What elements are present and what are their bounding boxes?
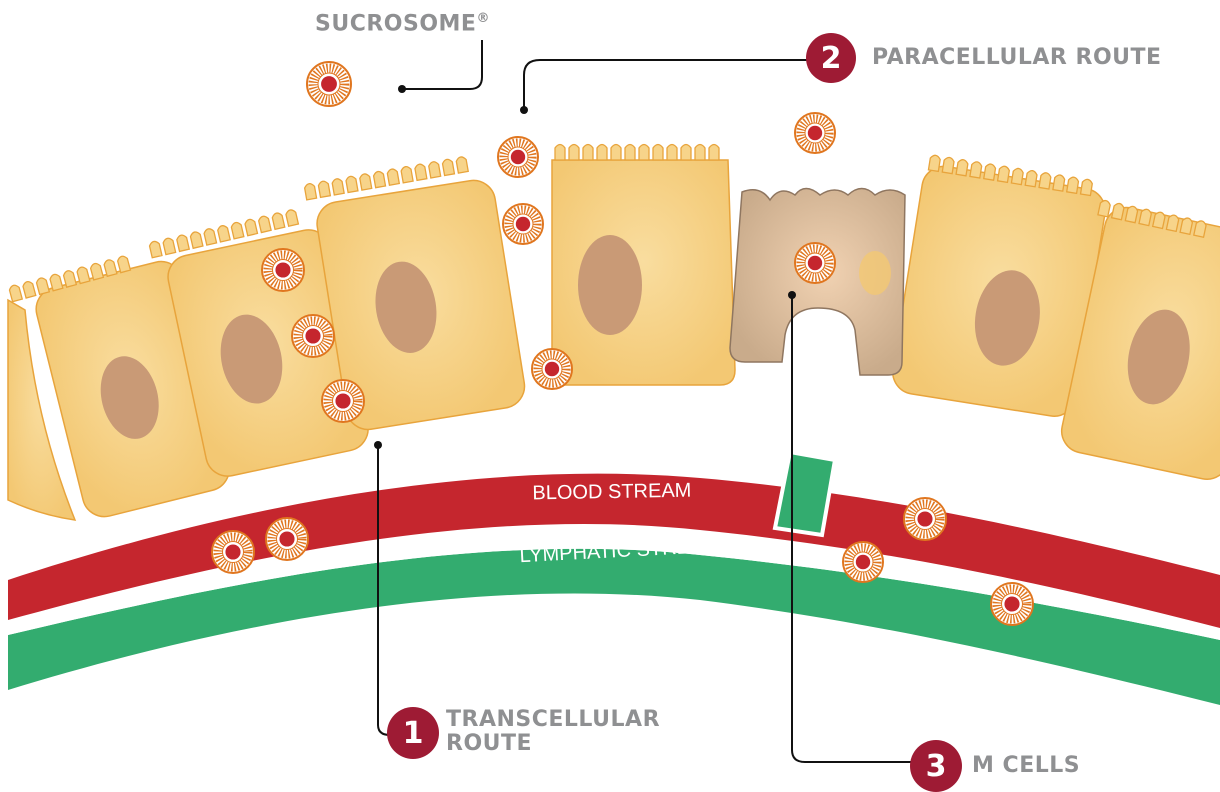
paracellular-route-label: PARACELLULAR ROUTE xyxy=(872,46,1162,70)
sucrosome-particle-icon xyxy=(212,531,254,573)
sucrosome-particle-icon xyxy=(498,137,538,177)
sucrosome-particle-icon xyxy=(292,315,334,357)
sucrosome-particle-icon xyxy=(795,113,835,153)
sucrosome-particle-icon xyxy=(843,542,883,582)
sucrosome-particle-icon xyxy=(322,380,364,422)
sucrosome-particle-icon xyxy=(307,62,351,106)
sucrosome-particle-icon xyxy=(503,204,543,244)
m-cell-lymph-duct xyxy=(775,452,835,535)
registered-mark: ® xyxy=(476,11,490,26)
blood-stream-label: BLOOD STREAM xyxy=(532,480,691,505)
sucrosome-particle-icon xyxy=(262,249,304,291)
badge-paracellular: 2 xyxy=(806,33,856,83)
paracellular-leader xyxy=(524,60,808,110)
m-cells-label: M CELLS xyxy=(972,754,1080,778)
sucrosome-leader xyxy=(402,40,482,89)
sucrosome-particle-icon xyxy=(904,498,946,540)
sucrosome-particle-icon xyxy=(532,349,572,389)
transcellular-line1: TRANSCELLULAR xyxy=(446,708,660,732)
epithelial-cell-layer xyxy=(8,160,1220,521)
sucrosome-text: SUCROSOME xyxy=(315,11,476,36)
transcellular-route-label: TRANSCELLULAR ROUTE xyxy=(446,708,660,756)
badge-m-cells: 3 xyxy=(910,740,962,792)
sucrosome-particle-icon xyxy=(991,583,1033,625)
sucrosome-particle-icon xyxy=(795,243,835,283)
sucrosome-label: SUCROSOME® xyxy=(315,12,490,37)
transcellular-line2: ROUTE xyxy=(446,732,660,756)
epithelial-cell-5 xyxy=(552,160,735,385)
badge-transcellular: 1 xyxy=(387,707,439,759)
sucrosome-particle-icon xyxy=(266,518,308,560)
